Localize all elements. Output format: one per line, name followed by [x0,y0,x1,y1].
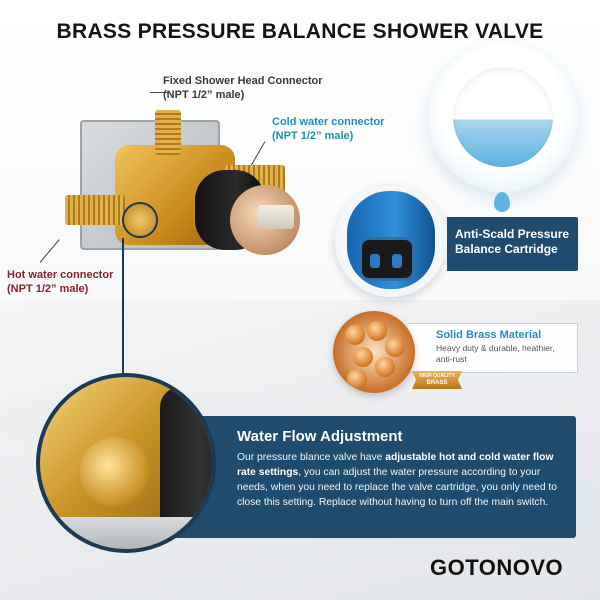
water-droplet-icon [494,192,510,212]
cartridge-stem [258,205,294,229]
badge-line1: HIGH QUALITY [419,373,455,379]
cartridge-port-right [392,254,402,268]
flow-adjust-zoom-image [36,373,216,553]
brass-material-panel: Solid Brass Material Heavy duty & durabl… [408,323,578,373]
hot-water-leader-line [39,239,60,263]
hot-water-inlet [65,195,125,225]
water-flow-text-post: , you can adjust the water pressure acco… [237,467,557,508]
badge-line2: BRASS [426,380,448,386]
brass-material-title: Solid Brass Material [436,329,542,341]
water-flow-text-bold: adjustable hot and cold water flow rate … [237,452,554,478]
flow-adjust-nut [122,202,158,238]
cartridge-image [335,185,447,297]
brass-material-desc-line1: Heavy duty & durable, heathier, [436,343,555,353]
brass-rods-image [333,311,415,393]
cartridge-panel: Anti-Scald Pressure Balance Cartridge [447,217,578,271]
zoom-adjust-nut [80,437,150,507]
cold-water-connector-spec: (NPT 1/2” male) [272,130,354,142]
hot-water-connector-spec: (NPT 1/2” male) [7,283,89,295]
cold-water-connector-label: Cold water connector (NPT 1/2” male) [272,115,384,143]
cartridge-title-line1: Anti-Scald Pressure [455,227,570,241]
brass-rod [385,337,405,357]
brass-rod [375,357,395,377]
cartridge-ports [359,237,415,281]
cartridge-title-line2: Balance Cartridge [455,242,558,256]
high-quality-brass-badge: HIGH QUALITY BRASS [412,371,462,389]
shower-head-leader-line [150,92,168,93]
zoom-mounting-plate [40,517,212,549]
cold-water-connector-title: Cold water connector [272,116,385,128]
water-flow-description: Our pressure blance valve have adjustabl… [237,450,569,510]
brass-rod [367,321,387,341]
brass-rod [347,369,367,389]
water-drop-graphic [410,42,590,217]
brass-rod [345,325,365,345]
water-flow-title: Water Flow Adjustment [237,428,403,445]
brass-material-desc-line2: anti-rust [436,354,467,364]
zoom-connector-line [122,238,124,388]
shower-head-connector-title: Fixed Shower Head Connector [163,75,323,87]
hot-water-connector-label: Hot water connector (NPT 1/2” male) [7,268,113,296]
brass-rod [353,347,373,367]
hot-water-connector-title: Hot water connector [7,269,114,281]
shower-head-outlet [155,110,181,155]
water-flow-panel [160,416,576,538]
page-title: BRASS PRESSURE BALANCE SHOWER VALVE [56,20,544,43]
shower-head-connector-spec: (NPT 1/2” male) [163,89,245,101]
water-flow-text-pre: Our pressure blance valve have [237,452,386,463]
shower-head-connector-label: Fixed Shower Head Connector (NPT 1/2” ma… [163,74,323,102]
valve-product-image [60,110,320,270]
cartridge-port-left [370,254,380,268]
water-level-circle [453,67,553,167]
brand-logo: GOTONOVO [430,555,564,580]
